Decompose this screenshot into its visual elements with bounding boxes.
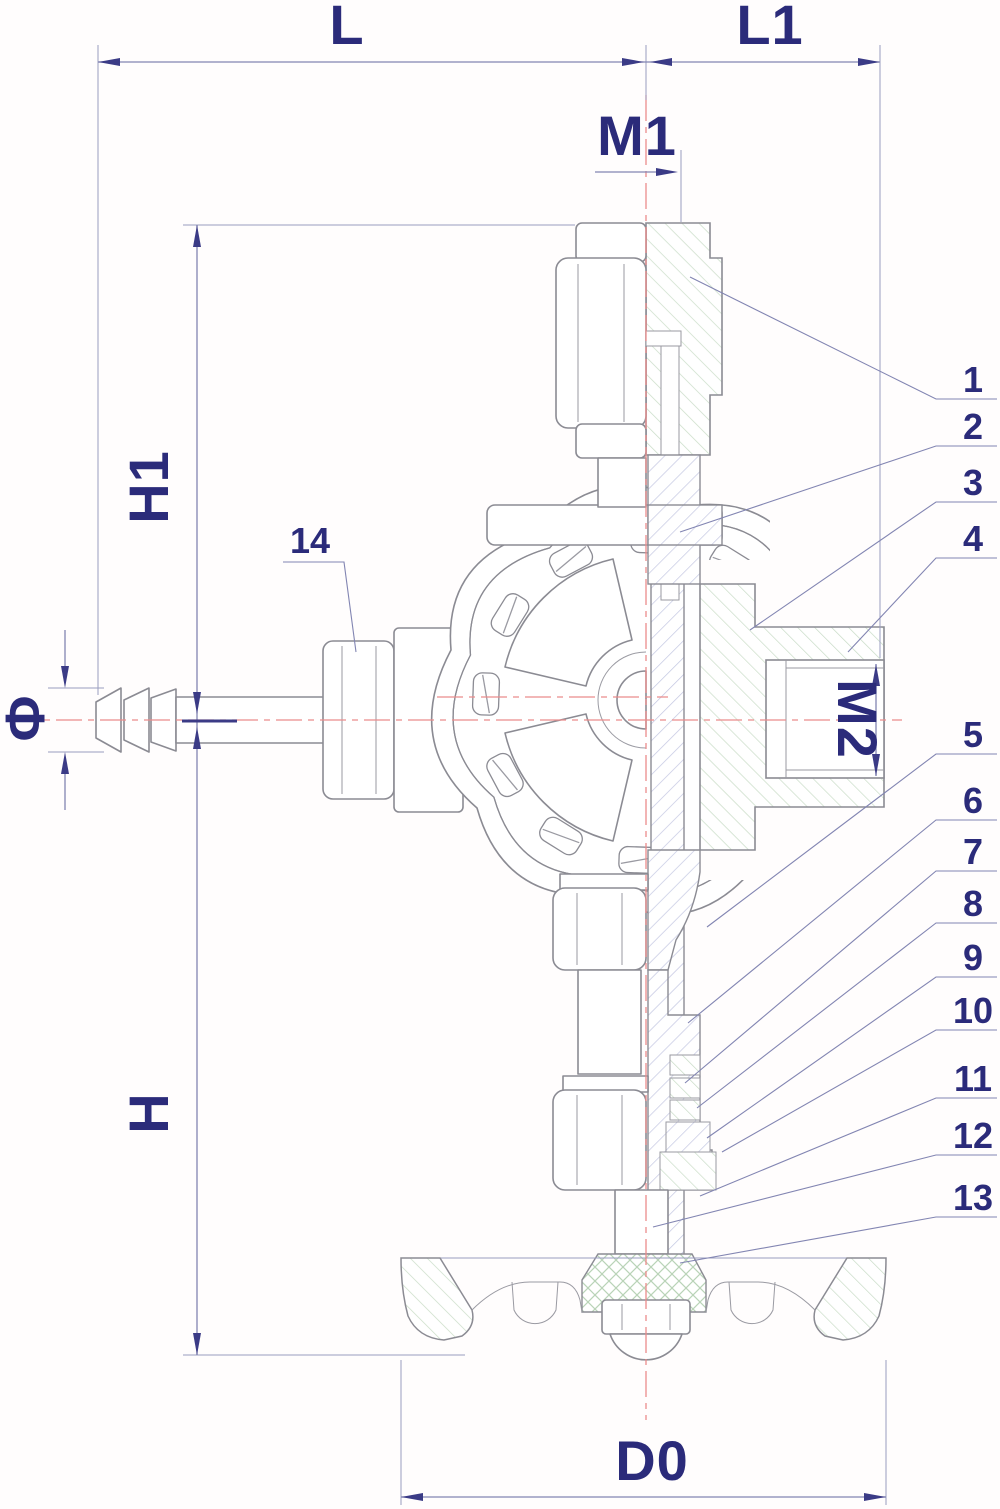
dim-M2-label: M2 [826, 679, 889, 759]
part-label-3: 3 [963, 462, 983, 503]
dim-L-label: L [329, 0, 364, 56]
wheel-hub-dome [616, 670, 647, 730]
part-label-8: 8 [963, 883, 983, 924]
dim-H1-label: H1 [117, 450, 180, 524]
bonnet-flange-section [647, 504, 723, 546]
part-label-1: 1 [963, 359, 983, 400]
part-label-14: 14 [290, 520, 330, 561]
dim-phi: Φ [0, 630, 104, 810]
part-label-4: 4 [963, 518, 983, 559]
wheel-opening-lower [504, 713, 633, 842]
body-lower-taper [647, 849, 701, 971]
part-label-9: 9 [963, 937, 983, 978]
packing-assembly [552, 873, 717, 1255]
part-label-10: 10 [953, 990, 993, 1031]
lower-handwheel [400, 1253, 887, 1361]
dim-L1-label: L1 [736, 0, 803, 56]
part-label-12: 12 [953, 1115, 993, 1156]
dim-M1-label: M1 [597, 104, 677, 167]
centerlines [12, 95, 902, 1420]
part-label-5: 5 [963, 714, 983, 755]
dim-D0-label: D0 [615, 1429, 689, 1492]
part-label-13: 13 [953, 1177, 993, 1218]
valve-body [647, 583, 885, 971]
dim-phi-label: Φ [0, 695, 56, 742]
part-label-6: 6 [963, 780, 983, 821]
part-label-11: 11 [954, 1058, 992, 1099]
dim-M1: M1 [595, 104, 682, 222]
dim-L: L [97, 0, 880, 695]
top-connector [555, 222, 723, 508]
dim-L1: L1 [650, 0, 881, 658]
part-label-7: 7 [963, 831, 983, 872]
wheel-hub-arc [597, 651, 647, 749]
wheel-opening-upper [504, 558, 633, 687]
part-callouts: 1 2 3 4 5 6 7 8 9 10 11 12 13 14 [283, 276, 997, 1264]
dim-M2: M2 [826, 664, 889, 776]
dim-H-label: H [117, 1092, 180, 1133]
part-label-2: 2 [963, 406, 983, 447]
dim-H1-H: H1 H [117, 224, 575, 1356]
dim-D0: D0 [400, 1360, 887, 1505]
